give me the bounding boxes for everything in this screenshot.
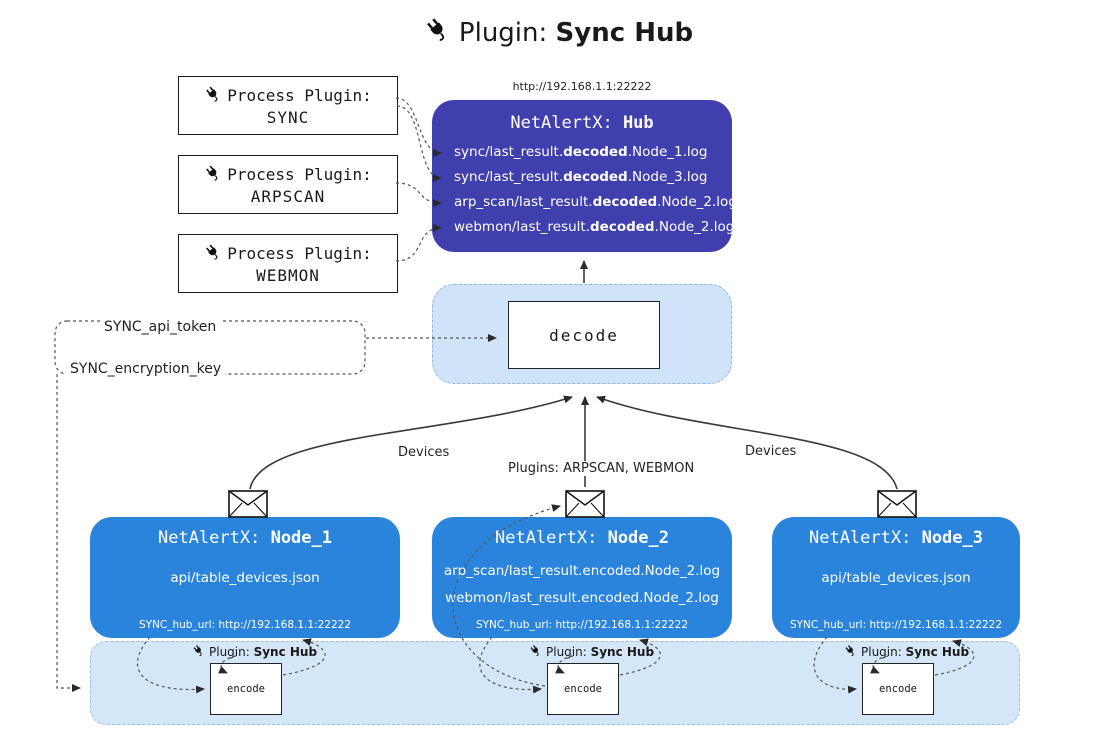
envelope-icon <box>228 490 268 518</box>
encode-box-3: encode <box>862 663 934 715</box>
node-file-line: api/table_devices.json <box>170 570 320 586</box>
decode-panel: decode <box>432 284 732 384</box>
process-plugin-name: ARPSCAN <box>250 186 326 206</box>
hub-title: NetAlertX: Hub <box>510 113 654 133</box>
plug-icon <box>424 16 451 50</box>
band-plugin-label: Plugin: Sync Hub <box>529 644 654 660</box>
flow-label-devices-right: Devices <box>740 444 802 459</box>
node-hub-url: SYNC_hub_url: http://192.168.1.1:22222 <box>138 619 352 631</box>
plug-icon <box>844 644 857 660</box>
sync-api-token-label: SYNC_api_token <box>100 319 221 335</box>
node-1-box: NetAlertX: Node_1 api/table_devices.json… <box>90 517 400 638</box>
plug-icon <box>204 164 222 186</box>
node-file-line: arp_scan/last_result.encoded.Node_2.log <box>443 563 721 579</box>
encode-box-2: encode <box>547 663 619 715</box>
node-file-line: webmon/last_result.encoded.Node_2.log <box>445 590 719 606</box>
process-plugin-name: WEBMON <box>256 265 320 285</box>
node-hub-url: SYNC_hub_url: http://192.168.1.1:22222 <box>789 619 1003 631</box>
node-title: NetAlertX: Node_1 <box>157 528 332 548</box>
node-file-line: api/table_devices.json <box>821 570 971 586</box>
hub-log-line: sync/last_result.decoded.Node_3.log <box>454 169 708 185</box>
page-title-text: Plugin: Sync Hub <box>458 18 694 48</box>
hub-log-line: sync/last_result.decoded.Node_1.log <box>454 144 708 160</box>
hub-log-line: arp_scan/last_result.decoded.Node_2.log <box>454 194 737 210</box>
hub-log-line: webmon/last_result.decoded.Node_2.log <box>454 219 735 235</box>
process-plugin-sync-box: Process Plugin: SYNC <box>178 76 398 135</box>
node-3-box: NetAlertX: Node_3 api/table_devices.json… <box>772 517 1020 638</box>
process-plugin-name: SYNC <box>266 107 310 127</box>
node-title: NetAlertX: Node_2 <box>494 528 669 548</box>
envelope-icon <box>565 490 605 518</box>
node-title: NetAlertX: Node_3 <box>808 528 983 548</box>
band-plugin-label: Plugin: Sync Hub <box>192 644 317 660</box>
band-plugin-label: Plugin: Sync Hub <box>844 644 969 660</box>
page-title: Plugin: Sync Hub <box>0 16 1117 50</box>
process-plugin-label: Process Plugin: <box>227 165 372 184</box>
plug-icon <box>529 644 542 660</box>
process-plugin-arpscan-box: Process Plugin: ARPSCAN <box>178 155 398 214</box>
sync-encryption-key-label: SYNC_encryption_key <box>66 361 226 377</box>
flow-label-devices-left: Devices <box>393 445 455 460</box>
plug-icon <box>204 243 222 265</box>
hub-url: http://192.168.1.1:22222 <box>512 80 652 93</box>
encode-box-1: encode <box>210 663 282 715</box>
process-plugin-label: Process Plugin: <box>227 244 372 263</box>
flow-label-plugins-center: Plugins: ARPSCAN, WEBMON <box>503 461 700 476</box>
envelope-icon <box>877 490 917 518</box>
process-plugin-webmon-box: Process Plugin: WEBMON <box>178 234 398 293</box>
node-hub-url: SYNC_hub_url: http://192.168.1.1:22222 <box>475 619 689 631</box>
plug-icon <box>192 644 205 660</box>
process-plugin-label: Process Plugin: <box>227 86 372 105</box>
node-2-box: NetAlertX: Node_2 arp_scan/last_result.e… <box>432 517 732 638</box>
decode-box: decode <box>508 301 660 369</box>
plug-icon <box>204 85 222 107</box>
hub-box: NetAlertX: Hub sync/last_result.decoded.… <box>432 100 737 252</box>
